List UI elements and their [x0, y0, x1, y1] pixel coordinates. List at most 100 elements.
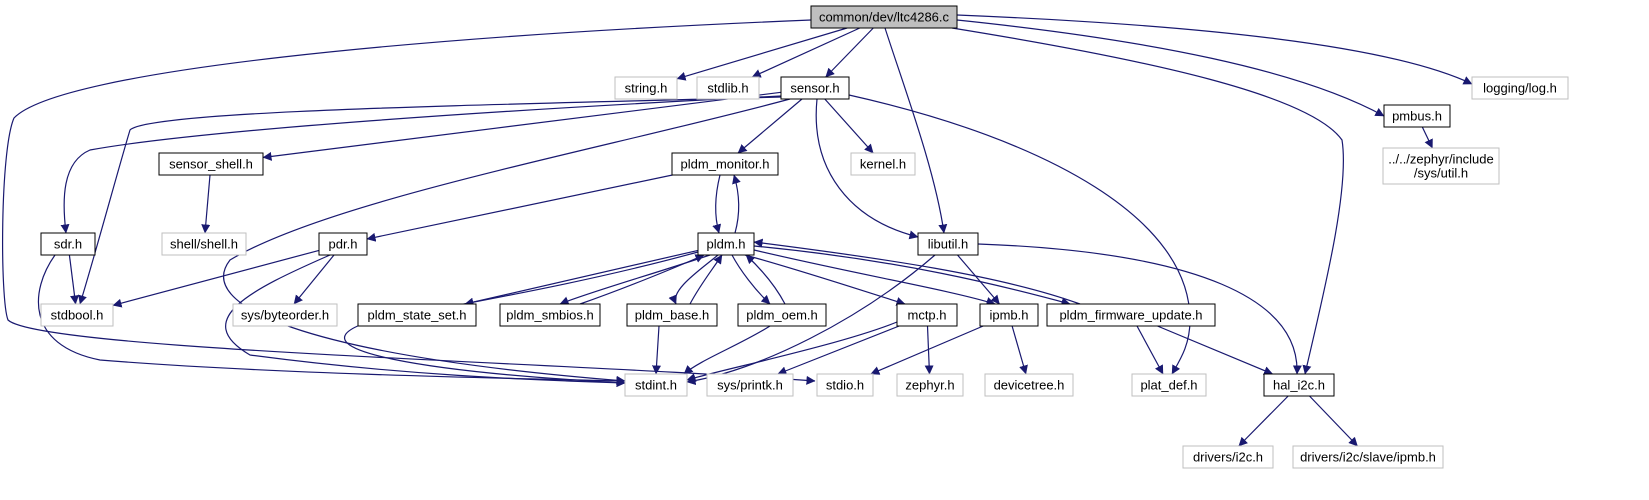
node-label: stdbool.h — [51, 308, 104, 323]
node-drivers-i2c-h: drivers/i2c.h — [1182, 445, 1274, 469]
node-printk-h: sys/printk.h — [706, 373, 794, 397]
node-hal-i2c-h[interactable]: hal_i2c.h — [1263, 373, 1335, 397]
node-box — [1046, 303, 1216, 327]
edge-pldm-h-to-pldm-state-set-h — [464, 249, 699, 307]
node-box — [816, 373, 874, 397]
node-stdint-h: stdint.h — [624, 373, 688, 397]
edge-pldm-smbios-h-to-pldm-h — [579, 254, 705, 305]
edge-root-to-pmbus-h — [956, 19, 1385, 117]
edge-sdr-h-to-stdbool-h — [68, 254, 79, 305]
node-box — [780, 76, 850, 100]
node-label: shell/shell.h — [170, 237, 238, 252]
node-logging-h: logging/log.h — [1471, 76, 1569, 100]
node-label: pdr.h — [329, 237, 358, 252]
node-label: pldm_smbios.h — [506, 308, 593, 323]
node-box — [1131, 373, 1207, 397]
node-pldm-smbios-h[interactable]: pldm_smbios.h — [499, 303, 601, 327]
node-pldm-state-set-h[interactable]: pldm_state_set.h — [357, 303, 477, 327]
edge-libutil-h-to-hal-i2c-h — [977, 243, 1302, 375]
node-label: sensor_shell.h — [169, 157, 253, 172]
edge-root-to-hal-i2c-h — [951, 27, 1345, 375]
edge-pldm-monitor-h-to-pdr-h — [366, 174, 673, 242]
edge-root-to-stdio-h — [2, 19, 816, 385]
node-sensor-shell-h[interactable]: sensor_shell.h — [158, 152, 264, 176]
edge-sensor-h-to-sensor-shell-h — [262, 91, 782, 161]
node-box — [737, 303, 827, 327]
node-sensor-h[interactable]: sensor.h — [780, 76, 850, 100]
node-box — [984, 373, 1074, 397]
edge-pldm-base-h-to-stdint-h — [652, 325, 662, 375]
edge-root-to-stdlib-h — [751, 27, 861, 78]
node-label: plat_def.h — [1140, 378, 1197, 393]
edge-pldm-h-to-pldm-fw-h — [753, 245, 1071, 307]
node-label: libutil.h — [928, 237, 968, 252]
node-label: stdlib.h — [707, 81, 748, 96]
edge-pldm-oem-h-to-pldm-h — [745, 254, 786, 305]
node-label: drivers/i2c/slave/ipmb.h — [1300, 450, 1436, 465]
node-label: zephyr.h — [905, 378, 954, 393]
node-pldm-base-h[interactable]: pldm_base.h — [626, 303, 718, 327]
node-label: stdio.h — [826, 378, 864, 393]
edge-root-to-logging-h — [956, 14, 1473, 85]
node-label: stdint.h — [635, 378, 677, 393]
edge-hal-i2c-h-to-drivers-ipmb-h — [1309, 395, 1358, 447]
edge-sensor-h-to-stdint-h — [223, 98, 791, 385]
edge-mctp-h-to-printk-h — [777, 325, 900, 376]
node-box — [161, 232, 247, 256]
node-box — [979, 303, 1039, 327]
node-sdr-h[interactable]: sdr.h — [40, 232, 96, 256]
node-box — [697, 232, 755, 256]
node-box — [896, 303, 958, 327]
node-util-h: ../../zephyr/include/sys/util.h — [1382, 147, 1500, 185]
node-label: pldm_base.h — [635, 308, 709, 323]
edge-sensor-h-to-pldm-monitor-h — [737, 98, 803, 154]
node-ipmb-h[interactable]: ipmb.h — [979, 303, 1039, 327]
node-label: mctp.h — [907, 308, 946, 323]
edge-root-to-sensor-h — [825, 27, 874, 78]
node-stdio-h: stdio.h — [816, 373, 874, 397]
edge-pmbus-h-to-util-h — [1421, 126, 1433, 149]
node-box — [1383, 104, 1451, 128]
edge-sensor-shell-h-to-shell-h — [201, 174, 211, 234]
edge-ipmb-h-to-stdio-h — [870, 325, 984, 375]
edge-hal-i2c-h-to-drivers-i2c-h — [1238, 395, 1289, 447]
node-box — [896, 373, 964, 397]
node-pmbus-h[interactable]: pmbus.h — [1383, 104, 1451, 128]
edge-pldm-h-to-ipmb-h — [753, 249, 996, 306]
node-plat-def-h: plat_def.h — [1131, 373, 1207, 397]
node-label: common/dev/ltc4286.c — [819, 10, 950, 25]
node-mctp-h[interactable]: mctp.h — [896, 303, 958, 327]
node-label: drivers/i2c.h — [1193, 450, 1263, 465]
node-label: sensor.h — [790, 81, 839, 96]
edges-layer — [2, 14, 1473, 447]
node-drivers-ipmb-h: drivers/i2c/slave/ipmb.h — [1292, 445, 1444, 469]
node-pldm-fw-h[interactable]: pldm_firmware_update.h — [1046, 303, 1216, 327]
node-label: sys/byteorder.h — [241, 308, 329, 323]
node-stdlib-h: stdlib.h — [696, 76, 760, 100]
node-label: pldm_state_set.h — [367, 308, 466, 323]
node-label: ../../zephyr/include — [1388, 152, 1494, 167]
node-box — [40, 303, 114, 327]
node-label: pldm_monitor.h — [681, 157, 770, 172]
node-box — [232, 303, 338, 327]
node-pdr-h[interactable]: pdr.h — [318, 232, 368, 256]
node-box — [1292, 445, 1444, 469]
node-box — [626, 303, 718, 327]
edge-pldm-fw-h-to-pldm-h — [753, 238, 1081, 305]
node-box — [624, 373, 688, 397]
node-box — [357, 303, 477, 327]
node-box — [499, 303, 601, 327]
edge-pldm-h-to-pldm-monitor-h — [732, 174, 741, 234]
node-pldm-monitor-h[interactable]: pldm_monitor.h — [671, 152, 779, 176]
node-root: common/dev/ltc4286.c — [810, 5, 958, 29]
node-label: pldm.h — [706, 237, 745, 252]
edge-sensor-h-to-sdr-h — [60, 95, 782, 234]
node-pldm-h[interactable]: pldm.h — [697, 232, 755, 256]
edge-sensor-h-to-kernel-h — [824, 98, 874, 154]
edge-pdr-h-to-stdbool-h — [112, 249, 320, 308]
node-libutil-h[interactable]: libutil.h — [917, 232, 979, 256]
node-pldm-oem-h[interactable]: pldm_oem.h — [737, 303, 827, 327]
node-stdbool-h: stdbool.h — [40, 303, 114, 327]
node-label: /sys/util.h — [1414, 166, 1468, 181]
edge-pldm-fw-h-to-hal-i2c-h — [1157, 325, 1274, 375]
